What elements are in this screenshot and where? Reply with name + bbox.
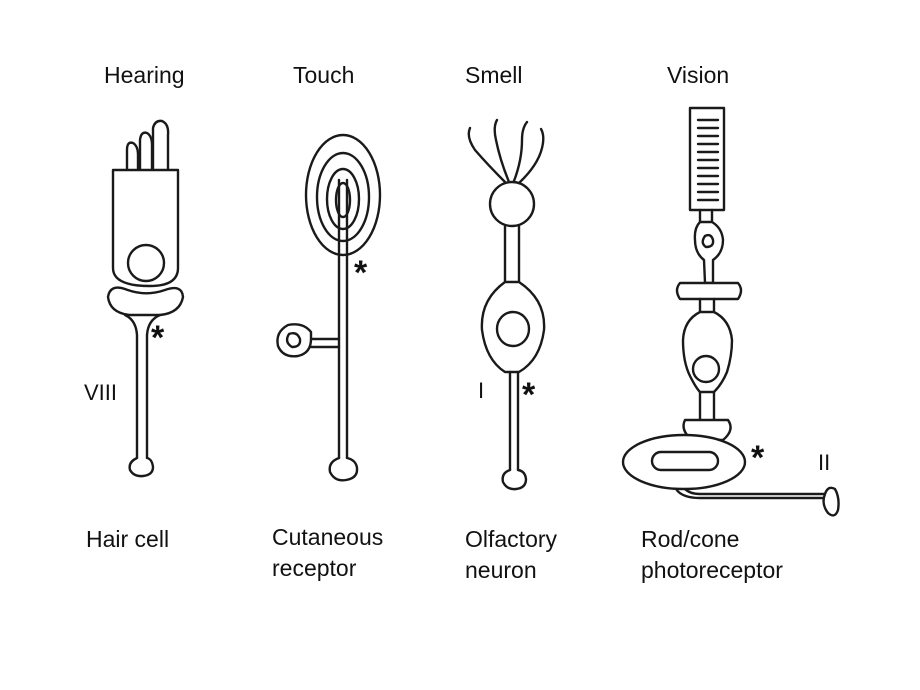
hair-cell-nucleus [126, 243, 166, 283]
cilium-4 [517, 127, 545, 185]
title-vision: Vision [667, 62, 730, 88]
caption-smell-line-2: neuron [465, 557, 537, 583]
hair-cell-drawing [106, 119, 185, 478]
caption-touch-line-1: Cutaneous [272, 524, 384, 550]
afferent-fiber-right [145, 313, 162, 460]
nerve-label-smell: I [478, 378, 485, 403]
caption-vision-line-2: photoreceptor [641, 557, 783, 583]
title-smell: Smell [465, 62, 523, 88]
photoreceptor-fiber-upper [698, 297, 716, 314]
outer-limiting-membrane [675, 281, 743, 301]
cilium-3 [512, 120, 529, 183]
optic-axon-upper [674, 487, 827, 500]
dendritic-knob [488, 180, 536, 228]
outer-segment-discs [696, 118, 720, 202]
marker-hearing: * [151, 319, 165, 357]
caption-touch: Cutaneous receptor [272, 522, 383, 584]
cutaneous-receptor-drawing [276, 133, 382, 482]
title-touch: Touch [293, 62, 355, 88]
connecting-cilium [698, 208, 714, 224]
afferent-fiber-end [128, 456, 155, 478]
stereocilium-medium [138, 131, 154, 172]
caption-hearing: Hair cell [86, 524, 169, 555]
optic-axon-end [822, 486, 840, 517]
stereocilium-tall [151, 119, 170, 172]
ganglion-cell-nucleus [285, 331, 302, 349]
inner-segment [693, 220, 725, 285]
ganglion-stalk [309, 337, 341, 349]
retinal-neuron-nucleus [650, 450, 720, 472]
nerve-label-hearing: VIII [84, 380, 118, 405]
marker-vision: * [751, 439, 765, 477]
photoreceptor-drawing [621, 106, 840, 517]
stereocilium-short [125, 141, 140, 172]
corpuscle-core [334, 181, 352, 219]
caption-smell-line-1: Olfactory [465, 526, 558, 552]
photoreceptor-nucleus [691, 354, 721, 384]
cilium-2 [493, 118, 511, 184]
olfactory-axon-end [501, 468, 528, 491]
marker-touch: * [354, 254, 368, 292]
caption-smell: Olfactory neuron [465, 524, 557, 586]
cilium-1 [467, 126, 508, 185]
afferent-fiber-left [123, 313, 139, 460]
olfactory-neuron-drawing [467, 118, 546, 491]
marker-smell: * [522, 376, 536, 414]
title-hearing: Hearing [104, 62, 185, 88]
optic-axon-lower [683, 487, 827, 496]
caption-touch-line-2: receptor [272, 555, 357, 581]
corpuscle-layer-2 [315, 151, 371, 243]
caption-vision: Rod/cone photoreceptor [641, 524, 783, 586]
inner-segment-mitochondrion [701, 233, 715, 249]
corpuscle-layer-3 [325, 167, 361, 231]
olfactory-nucleus [495, 310, 531, 348]
caption-hearing-line-1: Hair cell [86, 526, 170, 552]
touch-axon-end [328, 456, 359, 482]
nerve-label-vision: II [818, 450, 831, 475]
ganglion-cell-body [276, 323, 313, 358]
caption-vision-line-1: Rod/cone [641, 526, 740, 552]
hair-cell-terminal [106, 286, 185, 317]
photoreceptor-fiber-lower [698, 390, 716, 422]
